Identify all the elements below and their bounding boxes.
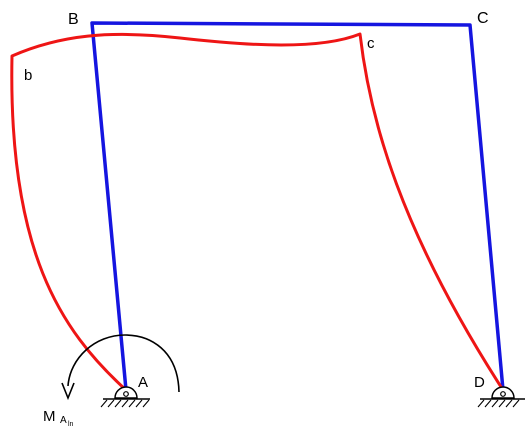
label-b-lower: b <box>24 67 32 84</box>
moment-label-subsub: ln <box>68 421 74 428</box>
pin-support-icon-a <box>100 386 150 408</box>
pin-support-icon-d <box>477 386 525 408</box>
label-a: A <box>138 374 148 391</box>
deformed-frame <box>10 32 505 392</box>
moment-label-sub: A <box>60 415 67 426</box>
moment-label-symbol: M <box>43 408 56 425</box>
original-frame <box>90 21 505 391</box>
label-c-upper: C <box>477 10 489 27</box>
label-c-lower: c <box>367 35 375 52</box>
label-b-upper: B <box>68 11 79 28</box>
moment-arrow-icon <box>61 334 180 401</box>
label-d: D <box>474 374 485 391</box>
